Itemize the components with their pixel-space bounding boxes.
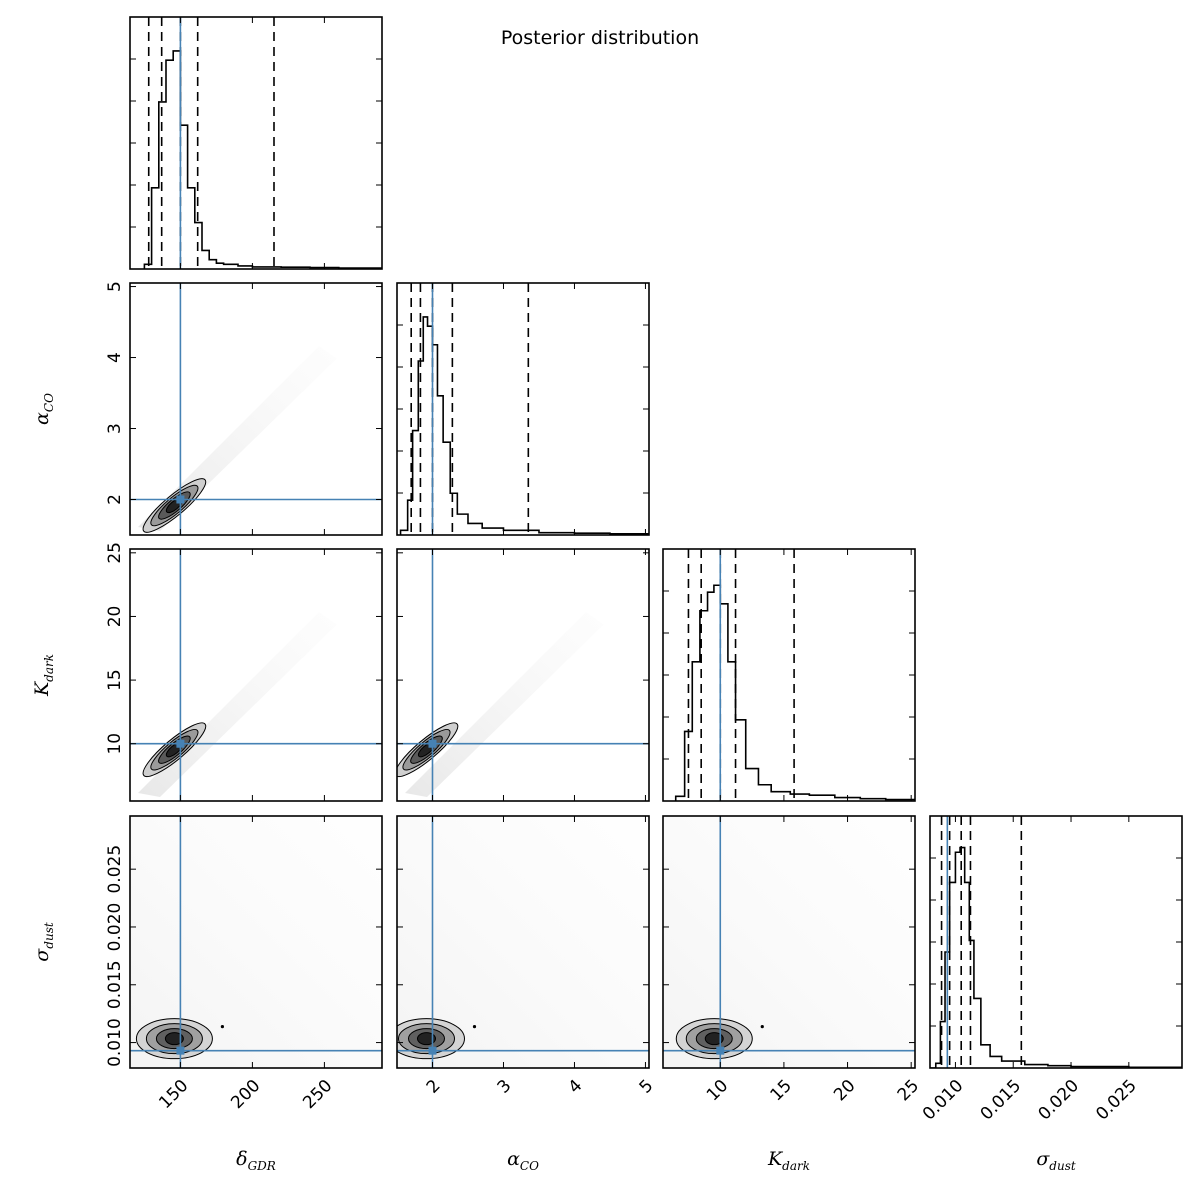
x-tick-label: 20 bbox=[830, 1076, 859, 1105]
marginal-panel-gdr bbox=[129, 16, 383, 270]
density-contours bbox=[675, 1018, 753, 1060]
y-tick-label: 10 bbox=[105, 733, 125, 755]
panel-frame bbox=[929, 815, 1183, 1069]
panel-frame bbox=[129, 548, 383, 802]
y-tick-label: 20 bbox=[105, 606, 125, 628]
histogram-kdark bbox=[674, 584, 915, 801]
panel-frame bbox=[129, 815, 383, 1069]
density-contours bbox=[397, 1018, 465, 1060]
y-axis-label-kdark: Kdark bbox=[31, 654, 56, 697]
chart-title: Posterior distribution bbox=[501, 27, 699, 49]
panel-frame bbox=[662, 815, 916, 1069]
y-tick-label: 5 bbox=[105, 281, 125, 292]
joint-panel-gdr-aco: 2 3 4 5 bbox=[105, 281, 383, 536]
y-tick-label: 0.015 bbox=[105, 960, 125, 1009]
panel-frame bbox=[396, 815, 650, 1069]
truth-marker bbox=[428, 1046, 437, 1055]
x-tick-label: 25 bbox=[894, 1076, 923, 1105]
y-tick-label: 0.020 bbox=[105, 903, 125, 952]
y-tick-label: 3 bbox=[105, 423, 125, 434]
joint-panel-gdr-sdust: 150 200 250 0.010 0.015 0.020 0.025 bbox=[105, 815, 383, 1113]
x-tick-label: 2 bbox=[423, 1076, 445, 1098]
x-tick-label: 0.015 bbox=[977, 1076, 1026, 1125]
histogram-aco bbox=[399, 316, 649, 535]
density-haze bbox=[405, 612, 604, 797]
truth-marker bbox=[716, 1046, 725, 1055]
outlier-point bbox=[472, 1025, 477, 1029]
marginal-panel-aco bbox=[396, 282, 650, 536]
x-tick-label: 0.025 bbox=[1092, 1076, 1141, 1125]
joint-panel-aco-kdark bbox=[396, 548, 650, 802]
joint-panel-gdr-kdark: 10 15 20 25 bbox=[105, 542, 383, 802]
y-tick-label: 2 bbox=[105, 494, 125, 505]
y-tick-label: 25 bbox=[105, 542, 125, 564]
x-tick-label: 15 bbox=[766, 1076, 795, 1105]
outlier-point bbox=[220, 1025, 224, 1029]
x-tick-label: 0.010 bbox=[919, 1076, 968, 1125]
panel-frame bbox=[129, 282, 383, 536]
panel-frame bbox=[129, 16, 383, 270]
x-tick-label: 150 bbox=[155, 1076, 192, 1113]
density-contours bbox=[135, 1018, 213, 1060]
x-axis-label-aco: αCO bbox=[507, 1148, 539, 1173]
x-tick-label: 4 bbox=[565, 1076, 587, 1098]
histogram-sdust bbox=[930, 846, 1182, 1068]
x-tick-label: 3 bbox=[494, 1076, 516, 1098]
panel-frame bbox=[662, 548, 916, 802]
y-tick-label: 0.010 bbox=[105, 1018, 125, 1067]
x-tick-label: 200 bbox=[227, 1076, 264, 1113]
y-axis-label-sdust: σdust bbox=[31, 922, 56, 962]
truth-marker bbox=[176, 495, 185, 504]
x-tick-label: 5 bbox=[636, 1076, 658, 1098]
y-tick-label: 15 bbox=[105, 669, 125, 691]
y-axis-label-aco: αCO bbox=[31, 393, 56, 425]
x-tick-label: 10 bbox=[703, 1076, 732, 1105]
truth-marker bbox=[176, 1046, 185, 1055]
panel-frame bbox=[396, 282, 650, 536]
x-axis-label-sdust: σdust bbox=[1036, 1148, 1076, 1173]
marginal-panel-kdark bbox=[662, 548, 916, 802]
truth-marker bbox=[428, 739, 437, 748]
joint-panel-aco-sdust: 2 3 4 5 bbox=[396, 815, 658, 1098]
x-axis-label-kdark: Kdark bbox=[767, 1148, 810, 1173]
truth-marker bbox=[176, 739, 185, 748]
histogram-gdr bbox=[143, 50, 382, 269]
x-tick-label: 0.020 bbox=[1034, 1076, 1083, 1125]
y-tick-label: 0.025 bbox=[105, 845, 125, 894]
panel-frame bbox=[396, 548, 650, 802]
x-axis-label-gdr: δGDR bbox=[236, 1148, 276, 1173]
outlier-point bbox=[760, 1025, 764, 1029]
joint-panel-kdark-sdust: 10 15 20 25 bbox=[662, 815, 923, 1105]
x-tick-label: 250 bbox=[299, 1076, 336, 1113]
y-tick-label: 4 bbox=[105, 352, 125, 363]
